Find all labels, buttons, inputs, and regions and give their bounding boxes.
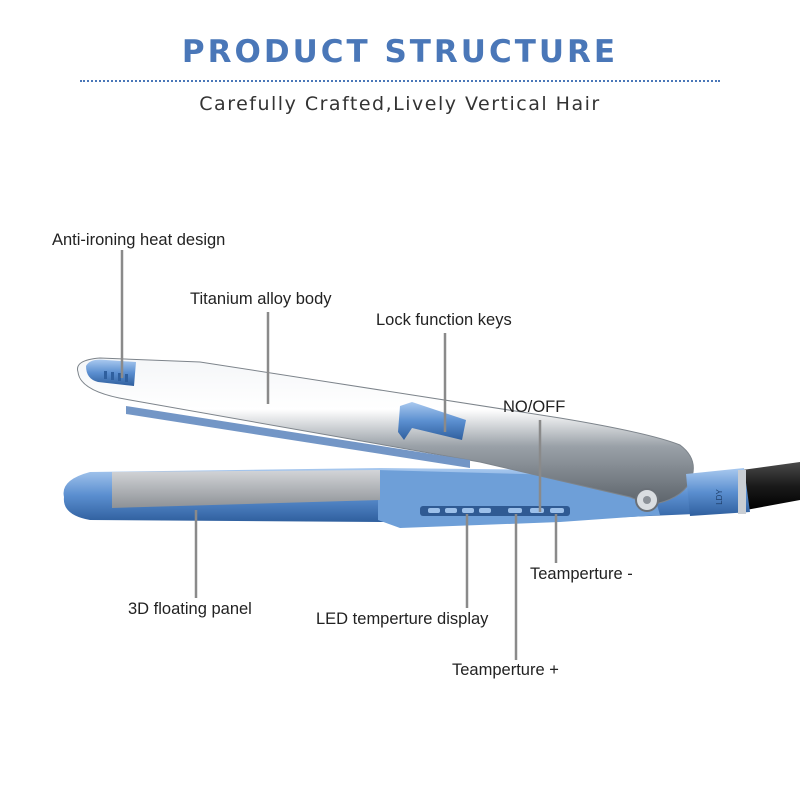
power-cord <box>742 462 800 510</box>
brand-collar <box>686 468 750 516</box>
callout-titanium-body: Titanium alloy body <box>190 290 332 308</box>
callout-temp-minus: Teamperture - <box>530 565 633 583</box>
callout-floating-panel: 3D floating panel <box>128 600 252 618</box>
upper-arm-underside <box>126 406 470 468</box>
brand-mark: LDY <box>715 489 724 505</box>
button-strip <box>420 506 570 516</box>
callout-power: NO/OFF <box>503 398 566 416</box>
callout-lock-keys: Lock function keys <box>376 311 512 329</box>
callout-temp-plus: Teamperture + <box>452 661 559 679</box>
page-subtitle: Carefully Crafted,Lively Vertical Hair <box>199 93 601 115</box>
callout-leaders <box>120 250 558 660</box>
callout-led-display: LED temperture display <box>316 610 489 628</box>
page-title: PRODUCT STRUCTURE <box>181 34 619 70</box>
lock-clip <box>398 402 466 440</box>
control-buttons <box>428 508 564 513</box>
callout-anti-ironing: Anti-ironing heat design <box>52 231 226 249</box>
floating-plate <box>112 470 380 508</box>
title-divider <box>80 80 720 82</box>
